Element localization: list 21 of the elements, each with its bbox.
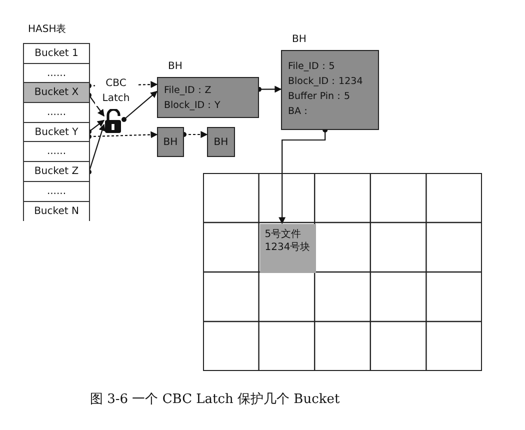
field-text: BA： bbox=[288, 105, 312, 119]
field-text: File_ID：Z bbox=[164, 84, 212, 98]
arrow bbox=[122, 90, 158, 122]
table-heading: HASH表 bbox=[28, 22, 66, 36]
bh-heading: BH bbox=[168, 61, 182, 72]
bh-box: BH bbox=[157, 127, 184, 157]
bucket-cell: ...... bbox=[24, 64, 89, 84]
field-text: Buffer Pin：5 bbox=[288, 90, 352, 104]
bucket-cell: Bucket N bbox=[24, 202, 89, 222]
bucket-cell: Bucket X bbox=[24, 83, 89, 104]
padlock-icon bbox=[104, 109, 124, 134]
arrow bbox=[278, 128, 328, 224]
field-text: Block_ID：Y bbox=[164, 99, 222, 113]
latch-label: CBC Latch bbox=[95, 76, 137, 106]
field-text: Block_ID：1234 bbox=[288, 75, 364, 89]
bh-box: BH bbox=[207, 127, 235, 157]
field-text: File_ID：5 bbox=[288, 60, 336, 74]
bh-heading: BH bbox=[292, 34, 306, 45]
caption: 图 3-6 一个 CBC Latch 保护几个 Bucket bbox=[90, 391, 340, 408]
block-grid bbox=[203, 173, 482, 371]
block-cell: 5号文件1234号块 bbox=[260, 224, 316, 273]
